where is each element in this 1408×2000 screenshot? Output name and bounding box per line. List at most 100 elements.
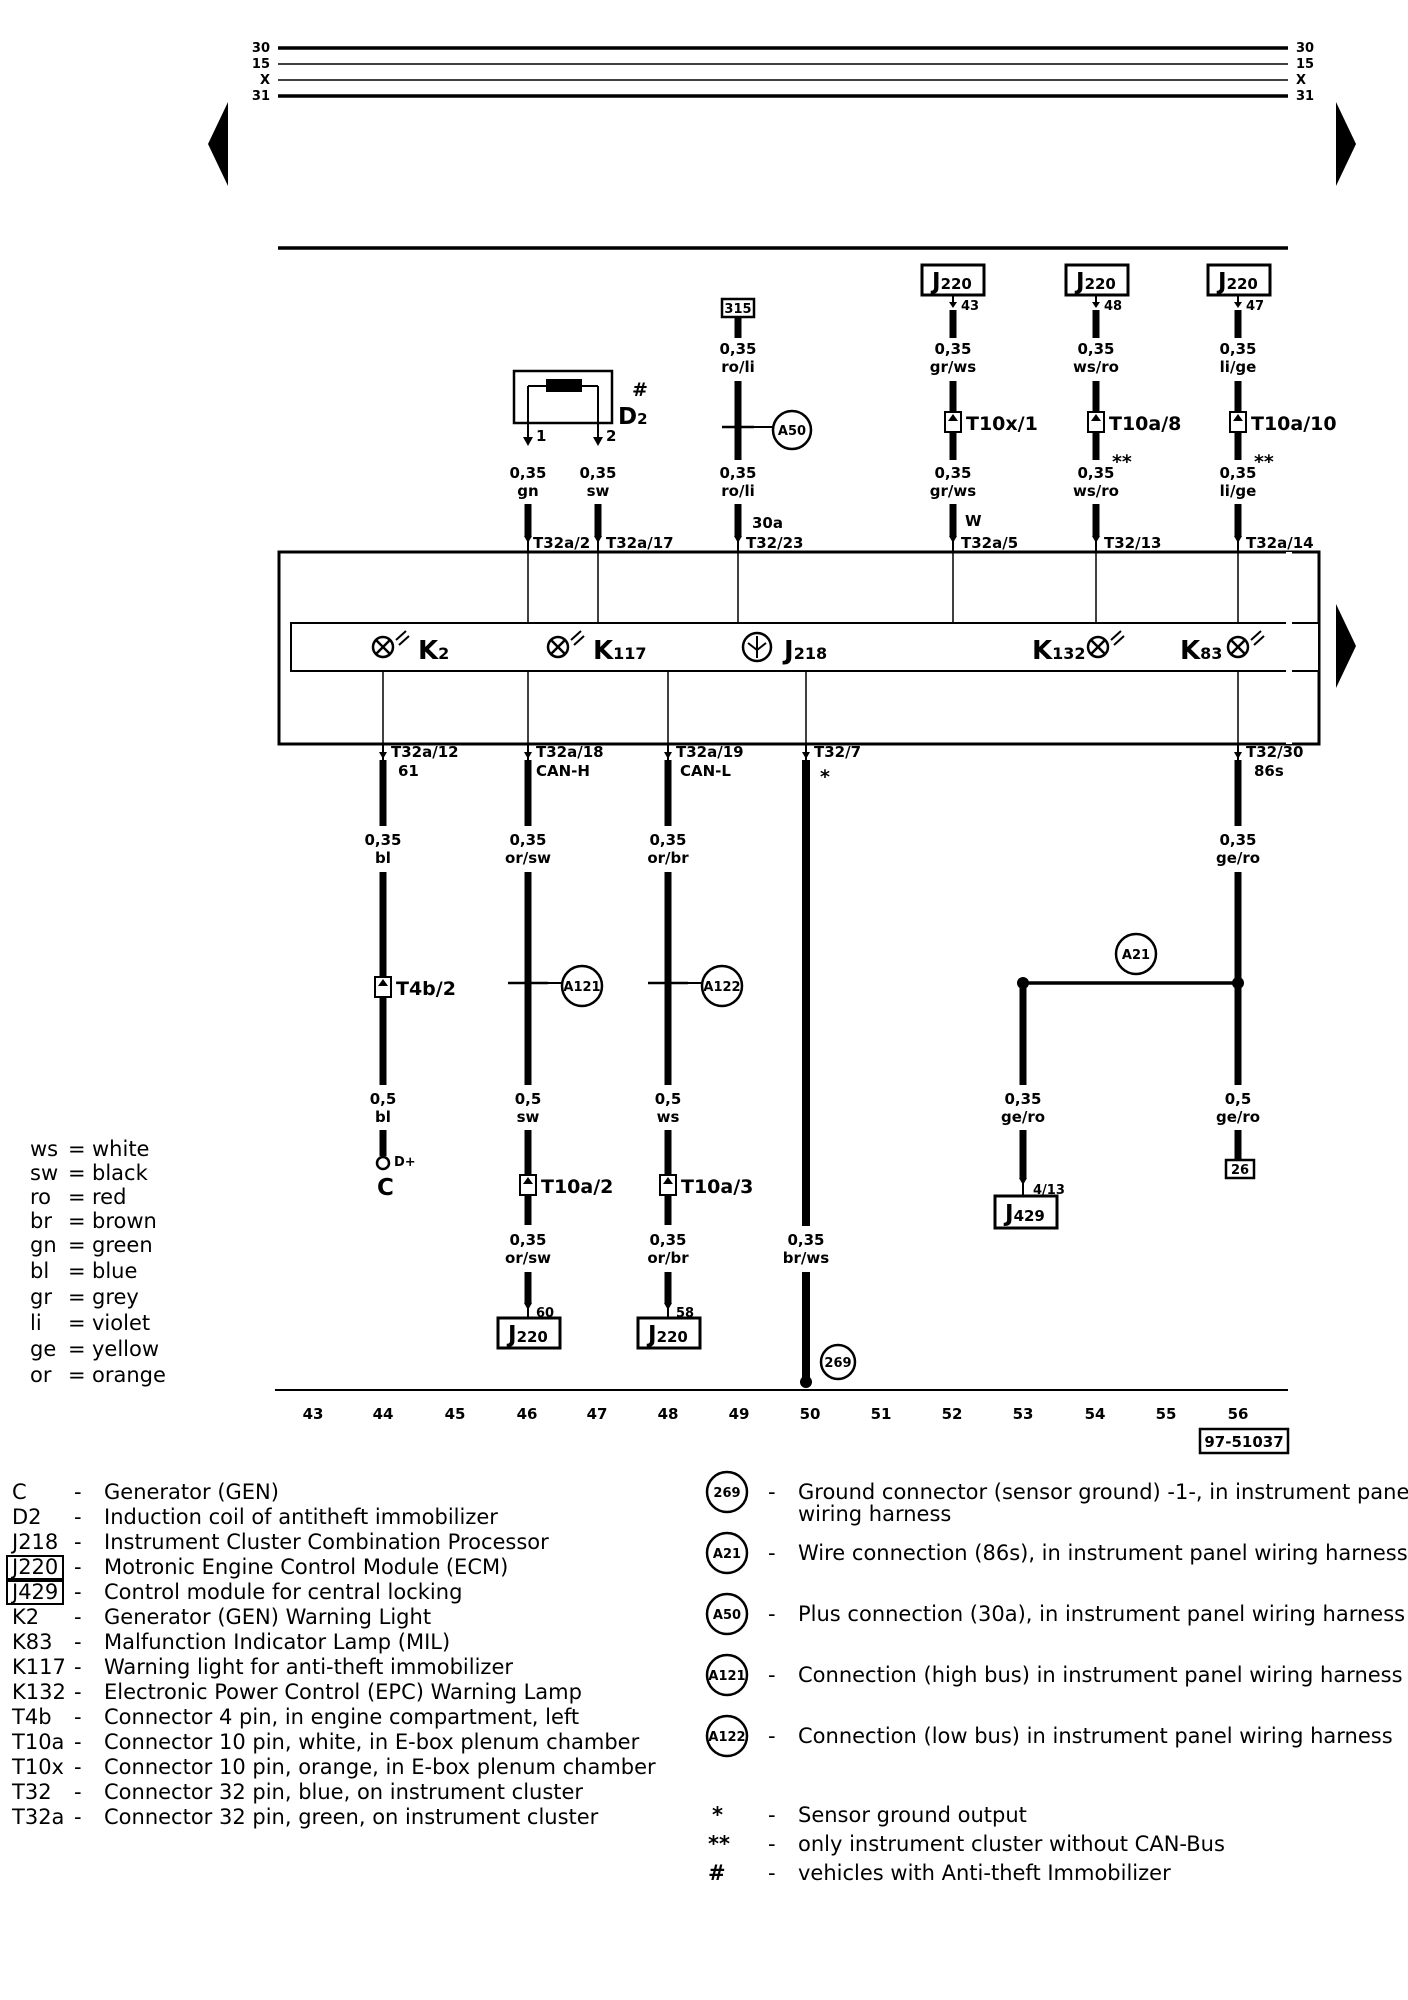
legend-color-name: black (92, 1161, 149, 1185)
previous-page-arrow-icon[interactable] (208, 102, 228, 186)
legend-dash: - (74, 1805, 82, 1829)
lamp-k83-icon (1226, 635, 1250, 659)
legend-equals: = (68, 1137, 86, 1161)
grid-number: 55 (1156, 1405, 1177, 1423)
bus-label-x-left: X (260, 73, 270, 88)
note-text: vehicles with Anti-theft Immobilizer (798, 1861, 1171, 1885)
legend-color-code: ws (30, 1137, 58, 1161)
d2-name: D2 (618, 404, 648, 430)
legend-dash: - (74, 1630, 82, 1654)
lamp-k132: K132 (1032, 630, 1125, 666)
plug-t10a-8-label: T10a/8 (1109, 413, 1181, 435)
connector-t32-30: T32/30 (1246, 743, 1303, 761)
wire-j47-size: 0,35 (1219, 464, 1256, 482)
wire-ground-color: br/ws (783, 1249, 829, 1267)
legend-connector-text: Connection (high bus) in instrument pane… (798, 1663, 1403, 1687)
wire-j48-size: 0,35 (1077, 464, 1114, 482)
legend-component-text: Connector 10 pin, orange, in E-box plenu… (104, 1755, 656, 1779)
bus-label-30-left: 30 (252, 41, 270, 56)
legend-a50-icon (705, 1592, 749, 1636)
note-mark: * (712, 1803, 723, 1827)
legend-dash: - (768, 1724, 776, 1748)
bus-label-31-left: 31 (252, 89, 270, 104)
legend-component-code: K83 (12, 1630, 53, 1654)
legend-equals: = (68, 1363, 86, 1387)
legend-component-text: Warning light for anti-theft immobilizer (104, 1655, 513, 1679)
wire-j429: 0,35 ge/ro 4/13 J429 (993, 983, 1065, 1230)
wire-j47-color: li/ge (1220, 482, 1257, 500)
d2-pin1-label: 1 (536, 427, 546, 445)
next-page-arrow-icon[interactable] (1336, 102, 1356, 186)
processor-j218: J218 (741, 631, 827, 744)
plug-t10x-icon (944, 411, 962, 433)
terminal-315-label: 315 (724, 302, 751, 317)
legend-color-name: green (92, 1233, 153, 1257)
signal-86s: 86s (1254, 762, 1284, 780)
plug-t10x-1-label: T10x/1 (966, 413, 1038, 435)
j220-label-60: J220 (506, 1322, 548, 1348)
j220-pin43: 43 (961, 299, 979, 314)
legend-dash: - (768, 1832, 776, 1856)
wire-k2-size-2: 0,5 (370, 1090, 397, 1108)
splice-a122-label: A122 (703, 980, 740, 995)
grid-number: 44 (373, 1405, 394, 1423)
note-mark-double-asterisk-47: ** (1254, 451, 1274, 473)
connector-legend: 269 - Ground connector (sensor ground) -… (705, 1470, 1408, 1758)
wire-j43-size-top: 0,35 (934, 340, 971, 358)
legend-component-text: Instrument Cluster Combination Processor (104, 1530, 549, 1554)
wire-j48-size-top: 0,35 (1077, 340, 1114, 358)
legend-a21-icon (705, 1531, 749, 1575)
plug-t4b-icon (374, 976, 392, 998)
wire-30a-color-top: ro/li (721, 358, 754, 376)
legend-equals: = (68, 1337, 86, 1361)
legend-equals: = (68, 1161, 86, 1185)
legend-dash: - (74, 1530, 82, 1554)
legend-connector-text: wiring harness (798, 1502, 951, 1526)
grid-number: 46 (517, 1405, 538, 1423)
lamp-k117-icon (546, 635, 570, 659)
legend-dash: - (74, 1780, 82, 1804)
legend-component-code: J220 (10, 1555, 58, 1579)
wire-d2-pin2: 2 0,35 sw T32a/17 (579, 423, 674, 623)
supply-bus: 30 15 X 31 30 15 X 31 (252, 41, 1314, 104)
wire-can-l-size-2: 0,5 (655, 1090, 682, 1108)
legend-color-code: or (30, 1363, 52, 1387)
wire-j429-size: 0,35 (1004, 1090, 1041, 1108)
j220-label-47: J220 (1216, 269, 1258, 295)
legend-ground-269-icon (705, 1470, 749, 1514)
legend-color-code: gr (30, 1285, 52, 1309)
j220-box-pin60 (496, 1316, 562, 1350)
wire-sw-color: sw (587, 482, 610, 500)
wire-can-l-color-2: ws (657, 1108, 680, 1126)
legend-color-code: bl (30, 1259, 49, 1283)
signal-can-l: CAN-L (680, 762, 731, 780)
continue-arrow-icon[interactable] (1336, 604, 1356, 688)
legend-component-text: Generator (GEN) Warning Light (104, 1605, 431, 1629)
d2-immobilizer-mark: # (632, 379, 648, 401)
plug-t10a-10-icon (1229, 411, 1247, 433)
wire-can-h: T32a/18 CAN-H 0,35 or/sw A121 0,5 sw T10… (496, 743, 613, 1350)
terminal-d-plus: D+ (394, 1155, 416, 1170)
wire-color-legend: ws = white sw = black ro = red br = brow… (30, 1137, 166, 1387)
legend-equals: = (68, 1259, 86, 1283)
processor-j218-icon (741, 631, 773, 663)
signal-30a: 30a (752, 514, 783, 532)
connector-t32-13: T32/13 (1104, 534, 1161, 552)
terminal-26-label: 26 (1231, 1163, 1249, 1178)
note-mark-double-asterisk-48: ** (1112, 451, 1132, 473)
splice-a21-label: A21 (1122, 948, 1150, 963)
legend-connector-text: Connection (low bus) in instrument panel… (798, 1724, 1393, 1748)
wire-can-h-color: or/sw (505, 849, 551, 867)
legend-component-code: J218 (10, 1530, 58, 1554)
connector-t32-7: T32/7 (814, 743, 861, 761)
legend-component-code: K2 (12, 1605, 39, 1629)
legend-dash: - (74, 1605, 82, 1629)
component-legend: C - Generator (GEN) D2 - Induction coil … (6, 1480, 656, 1829)
legend-component-code: K132 (12, 1680, 66, 1704)
wire-j48-color-top: ws/ro (1073, 358, 1119, 376)
legend-color-name: brown (92, 1209, 157, 1233)
grid-number: 50 (800, 1405, 821, 1423)
legend-connector-text: Ground connector (sensor ground) -1-, in… (798, 1480, 1408, 1504)
legend-dash: - (768, 1861, 776, 1885)
